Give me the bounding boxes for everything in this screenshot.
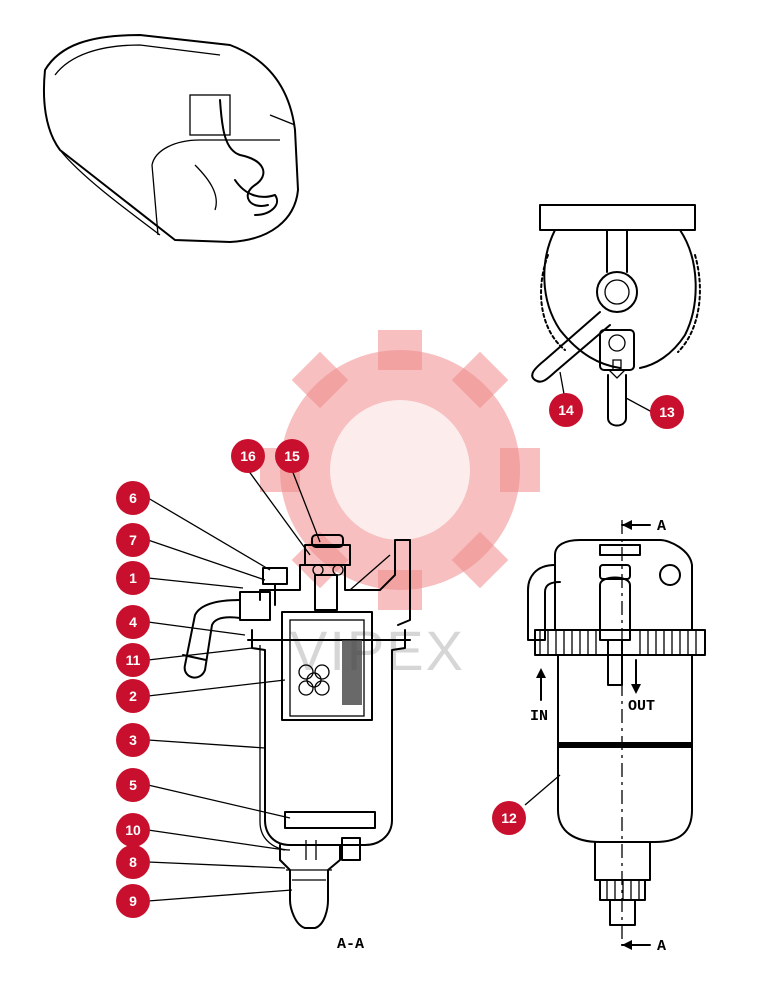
svg-text:13: 13 [659, 404, 675, 420]
svg-text:6: 6 [129, 490, 137, 506]
callout-1: 1 [116, 561, 150, 595]
callout-4: 4 [116, 605, 150, 639]
svg-text:8: 8 [129, 854, 137, 870]
callout-9: 9 [116, 884, 150, 918]
callouts: 1 2 3 4 5 6 7 8 9 10 11 12 13 14 15 16 [116, 393, 684, 918]
svg-text:7: 7 [129, 532, 137, 548]
callout-2: 2 [116, 679, 150, 713]
callout-5: 5 [116, 768, 150, 802]
svg-text:1: 1 [129, 570, 137, 586]
out-label: OUT [628, 698, 655, 715]
callout-3: 3 [116, 723, 150, 757]
callout-14: 14 [549, 393, 583, 427]
svg-text:14: 14 [558, 402, 574, 418]
cut-label-top: A [657, 518, 666, 535]
svg-text:11: 11 [126, 652, 141, 668]
svg-text:4: 4 [129, 614, 137, 630]
svg-text:9: 9 [129, 893, 137, 909]
svg-text:5: 5 [129, 777, 137, 793]
callout-7: 7 [116, 523, 150, 557]
section-view-label: A-A [337, 936, 364, 953]
svg-text:2: 2 [129, 688, 137, 704]
watermark-gear [260, 330, 540, 610]
svg-text:15: 15 [284, 448, 300, 464]
leader-lines [147, 371, 653, 902]
callout-6: 6 [116, 481, 150, 515]
callout-8: 8 [116, 845, 150, 879]
svg-text:10: 10 [125, 822, 141, 838]
in-label: IN [530, 708, 548, 725]
callout-15: 15 [275, 439, 309, 473]
svg-text:16: 16 [240, 448, 256, 464]
machine-overview [42, 34, 299, 243]
svg-text:3: 3 [129, 732, 137, 748]
callout-13: 13 [650, 395, 684, 429]
svg-text:12: 12 [501, 810, 517, 826]
cut-label-bottom: A [657, 938, 666, 955]
callout-12: 12 [492, 801, 526, 835]
callout-10: 10 [116, 813, 150, 847]
filter-head-detail [531, 204, 701, 427]
callout-11: 11 [116, 643, 150, 677]
filter-exterior-view [527, 520, 706, 950]
callout-16: 16 [231, 439, 265, 473]
section-a-a-view [182, 534, 411, 929]
watermark-text: VIPEX [290, 619, 465, 682]
